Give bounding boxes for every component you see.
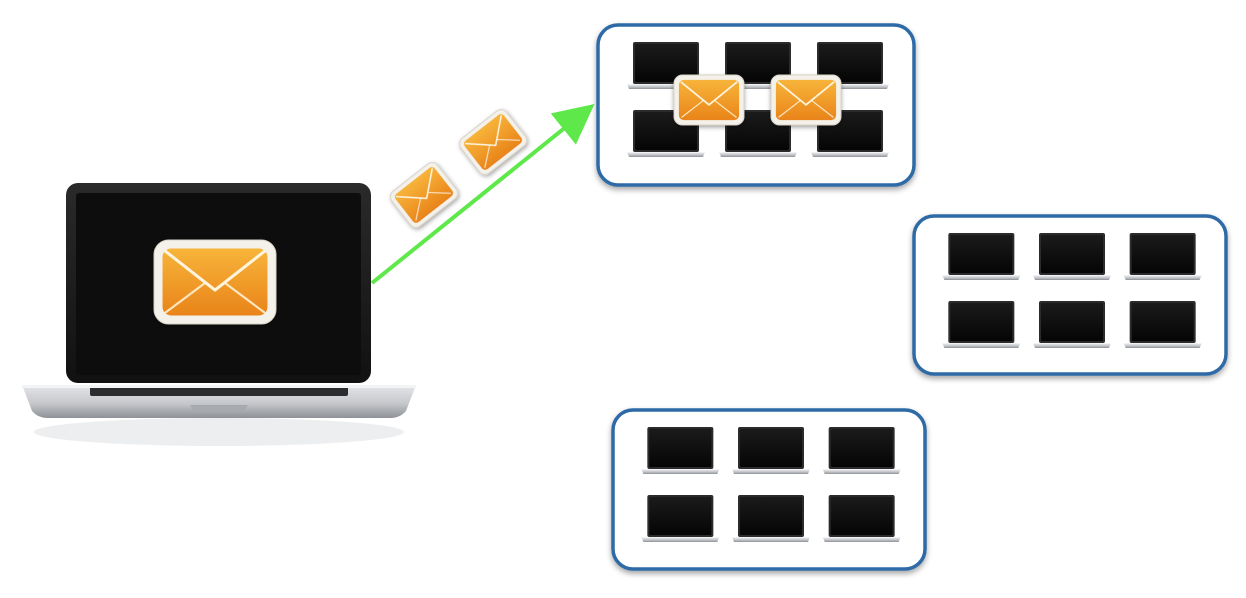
envelopes-in-transit — [389, 109, 528, 228]
laptop-icon — [822, 495, 901, 542]
laptop-icon — [1033, 301, 1111, 348]
laptop-icon — [822, 427, 901, 474]
computer-groups — [596, 23, 1228, 571]
laptop-icon — [732, 495, 810, 542]
mail-envelope-icon — [153, 239, 277, 325]
laptop-icon — [732, 427, 810, 474]
mail-envelope-icon — [389, 162, 459, 228]
computer-group-3 — [611, 408, 927, 571]
laptop-icon — [1123, 233, 1202, 280]
laptop-icon — [641, 427, 720, 474]
mail-envelope-icon — [153, 239, 277, 325]
laptop-icon — [1033, 233, 1111, 280]
mail-envelope-icon — [770, 74, 842, 126]
laptop-icon — [22, 183, 416, 446]
laptop-icon — [942, 301, 1021, 348]
laptop-icon — [719, 42, 797, 89]
laptop-icon — [942, 233, 1021, 280]
laptop-icon — [811, 42, 889, 89]
mail-envelope-icon — [673, 74, 745, 126]
laptop-icon — [1123, 301, 1202, 348]
arrow-icon — [370, 103, 595, 285]
computer-group-2 — [912, 214, 1228, 376]
mail-envelope-icon — [458, 109, 528, 175]
laptop-icon — [641, 495, 720, 542]
computer-group-1 — [596, 23, 916, 187]
